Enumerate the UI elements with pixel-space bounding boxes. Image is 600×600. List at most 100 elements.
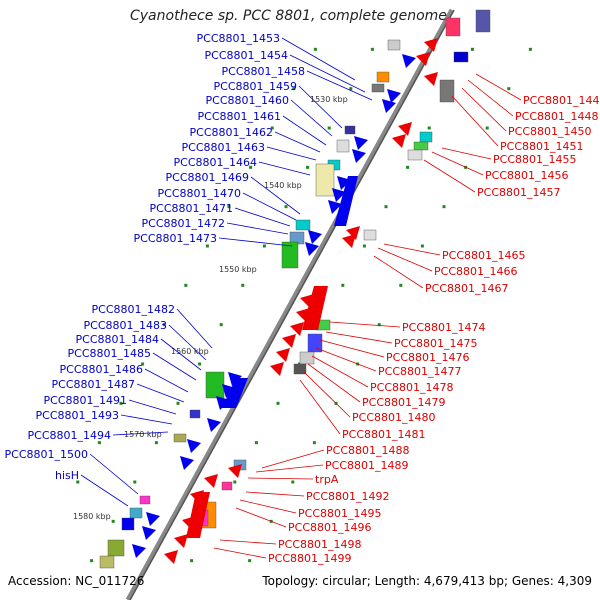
- gene-arrow-left: [305, 242, 319, 256]
- gene-block-left: [129, 507, 143, 519]
- right-gene-leader: [247, 477, 314, 480]
- kbp-tick-label: 1540 kbp: [264, 181, 302, 190]
- right-gene-leader: [377, 247, 433, 272]
- right-gene-label: PCC8801_1488: [326, 444, 409, 457]
- gene-block-left: [281, 241, 299, 269]
- gene-arrow-right: [346, 226, 360, 240]
- left-gene-label: PCC8801_1470: [158, 187, 241, 200]
- genome-stats: Topology: circular; Length: 4,679,413 bp…: [262, 574, 592, 588]
- gene-block-right: [221, 481, 233, 491]
- left-gene-leader: [144, 368, 189, 393]
- right-gene-leader: [461, 87, 507, 132]
- gene-block-left: [107, 539, 125, 557]
- length-value: 4,679,413 bp: [423, 574, 504, 588]
- tick-dot: [184, 283, 188, 287]
- right-gene-label: PCC8801_1498: [278, 538, 361, 551]
- tick-dot: [284, 205, 288, 209]
- left-gene-leader: [152, 352, 197, 381]
- genome-backbone: [125, 8, 455, 600]
- right-gene-leader: [475, 73, 522, 101]
- tick-dot: [219, 323, 223, 327]
- right-gene-leader: [451, 95, 499, 147]
- gene-block-left: [173, 433, 187, 443]
- left-gene-label: PCC8801_1458: [222, 65, 305, 78]
- tick-dot: [377, 323, 381, 327]
- right-gene-label: PCC8801_1457: [477, 186, 560, 199]
- gene-arrow-right: [392, 134, 406, 148]
- left-gene-leader: [298, 85, 343, 129]
- gene-arrow-left: [142, 526, 156, 540]
- gene-arrow-left: [308, 230, 322, 244]
- right-gene-leader: [303, 371, 351, 418]
- left-gene-label: PCC8801_1469: [166, 171, 249, 184]
- gene-arrow-left: [207, 418, 221, 432]
- gene-arrow-left: [187, 439, 201, 453]
- right-gene-label: PCC8801_1477: [378, 365, 461, 378]
- kbp-tick-label: 1560 kbp: [171, 347, 209, 356]
- gene-block-right: [407, 149, 423, 161]
- right-gene-leader: [235, 507, 287, 528]
- tick-dot: [528, 47, 532, 51]
- left-gene-leader: [226, 222, 289, 235]
- left-gene-label: PCC8801_1491: [44, 394, 127, 407]
- tick-dot: [291, 480, 295, 484]
- tick-dot: [507, 87, 511, 91]
- gene-arrow-right: [282, 334, 296, 348]
- right-gene-label: PCC8801_1499: [268, 552, 351, 565]
- right-gene-label: PCC8801_1478: [370, 381, 453, 394]
- left-gene-leader: [234, 207, 291, 227]
- tick-dot: [249, 165, 253, 169]
- left-gene-leader: [218, 237, 293, 247]
- gene-arrow-right: [416, 52, 430, 66]
- right-gene-label: PCC8801_1474: [402, 321, 485, 334]
- right-gene-label: PCC8801_1467: [425, 282, 508, 295]
- gene-arrow-left: [352, 149, 366, 163]
- gene-arrow-left: [328, 200, 342, 214]
- tick-dot: [162, 323, 166, 327]
- left-gene-label: hisH: [55, 469, 79, 482]
- tick-dot: [262, 244, 266, 248]
- genes-value: 4,309: [557, 574, 592, 588]
- left-gene-leader: [289, 54, 366, 93]
- right-gene-label: PCC8801_1492: [306, 490, 389, 503]
- tick-dot: [312, 441, 316, 445]
- left-gene-leader: [120, 414, 173, 425]
- tick-dot: [205, 244, 209, 248]
- gene-block-right: [299, 351, 315, 365]
- gene-block-left: [295, 219, 311, 231]
- gene-block-right: [445, 17, 461, 37]
- gene-arrow-left: [332, 188, 346, 202]
- right-gene-label: trpA: [315, 473, 339, 486]
- tick-dot: [470, 47, 474, 51]
- gene-block-left: [334, 176, 358, 226]
- left-gene-leader: [168, 324, 207, 361]
- left-gene-label: PCC8801_1462: [190, 126, 273, 139]
- gene-arrow-right: [164, 550, 178, 564]
- gene-arrow-right: [228, 464, 242, 478]
- gene-block-right: [293, 363, 307, 375]
- left-gene-leader: [281, 37, 356, 81]
- kbp-tick-label: 1580 kbp: [73, 512, 111, 521]
- tick-dot: [97, 441, 101, 445]
- right-gene-label: PCC8801_1466: [434, 265, 517, 278]
- left-gene-label: PCC8801_1485: [68, 347, 151, 360]
- tick-dot: [176, 401, 180, 405]
- gene-block-right: [453, 51, 469, 63]
- gene-block-right: [439, 79, 455, 103]
- tick-dot: [241, 283, 245, 287]
- left-gene-label: PCC8801_1494: [28, 429, 111, 442]
- accession-label: Accession:: [8, 574, 72, 588]
- tick-dot: [327, 126, 331, 130]
- gene-block-left: [344, 125, 356, 135]
- left-gene-label: PCC8801_1461: [198, 110, 281, 123]
- gene-arrow-right: [276, 348, 290, 362]
- left-gene-label: PCC8801_1459: [214, 80, 297, 93]
- right-gene-leader: [245, 491, 305, 497]
- gene-arrow-right: [424, 72, 438, 86]
- left-gene-leader: [266, 146, 317, 161]
- left-gene-label: PCC8801_1493: [36, 409, 119, 422]
- left-gene-label: PCC8801_1472: [142, 217, 225, 230]
- kbp-tick-label: 1530 kbp: [310, 95, 348, 104]
- right-gene-leader: [311, 355, 369, 388]
